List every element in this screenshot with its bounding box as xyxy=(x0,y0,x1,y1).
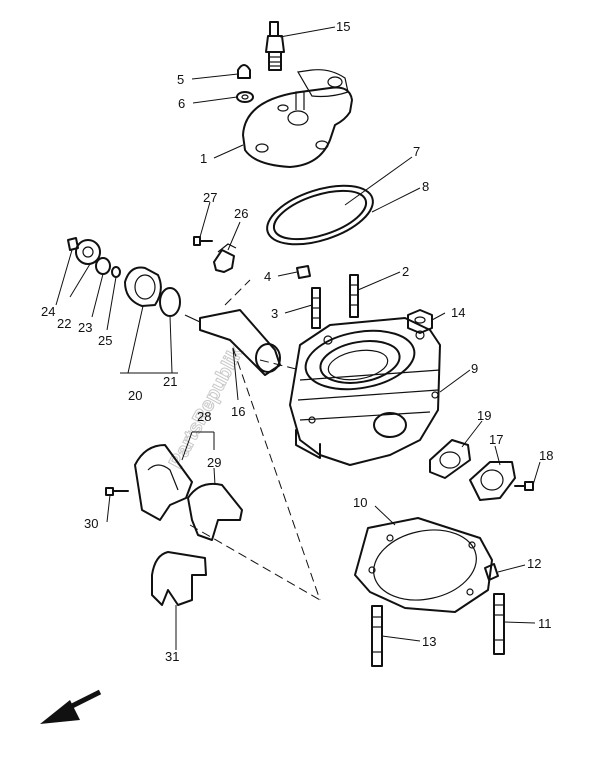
dowel-pin xyxy=(296,265,311,279)
callout-label: 11 xyxy=(538,616,552,631)
callout-label: 28 xyxy=(197,409,211,424)
valve-lever xyxy=(213,243,237,273)
cover-gasket xyxy=(187,482,243,541)
callout-label: 16 xyxy=(231,404,245,419)
callout-label: 17 xyxy=(489,432,503,447)
leader-lines xyxy=(55,26,541,650)
stud-short xyxy=(311,287,321,329)
assembly-guide-lines xyxy=(189,279,321,601)
callout-label: 25 xyxy=(98,333,112,348)
callout-label: 10 xyxy=(353,495,367,510)
stud-11 xyxy=(493,593,505,655)
callout-label: 24 xyxy=(41,304,55,319)
callout-label: 31 xyxy=(165,649,179,664)
callout-label: 2 xyxy=(402,264,409,279)
callout-label: 3 xyxy=(271,306,278,321)
o-ring-21 xyxy=(159,287,181,317)
valve-cover xyxy=(134,444,193,521)
bolt-18 xyxy=(514,481,534,491)
spark-plug xyxy=(265,21,285,71)
cylinder-base-gasket xyxy=(354,517,493,613)
plate xyxy=(67,237,79,251)
callout-label: 6 xyxy=(178,96,185,111)
washer xyxy=(236,91,254,103)
callout-label: 20 xyxy=(128,388,142,403)
stud-13 xyxy=(371,605,383,667)
small-o-ring xyxy=(111,266,121,278)
callout-label: 23 xyxy=(78,320,92,335)
bolt-30 xyxy=(105,487,129,496)
bolt-27 xyxy=(193,236,213,246)
callout-label: 26 xyxy=(234,206,248,221)
cap-nut xyxy=(237,64,251,79)
seal-housing xyxy=(124,266,162,307)
callout-label: 29 xyxy=(207,455,221,470)
callout-label: 1 xyxy=(200,151,207,166)
front-direction-arrow-icon xyxy=(40,689,102,724)
cylinder-head xyxy=(242,69,353,168)
hex-nut xyxy=(407,309,433,334)
callout-label: 22 xyxy=(57,316,71,331)
callout-label: 30 xyxy=(84,516,98,531)
callout-label: 12 xyxy=(527,556,541,571)
callout-label: 8 xyxy=(422,179,429,194)
head-gasket-rings xyxy=(266,184,374,246)
exhaust-gasket xyxy=(429,439,471,479)
callout-label: 5 xyxy=(177,72,184,87)
callout-label: 27 xyxy=(203,190,217,205)
stud-long xyxy=(349,274,359,318)
callout-label: 18 xyxy=(539,448,553,463)
dowel-12 xyxy=(484,563,499,581)
callout-label: 9 xyxy=(471,361,478,376)
callout-label: 13 xyxy=(422,634,436,649)
callout-label: 15 xyxy=(336,19,350,34)
guard-plate xyxy=(151,551,207,606)
callout-label: 19 xyxy=(477,408,491,423)
collar xyxy=(95,257,111,275)
callout-label: 21 xyxy=(163,374,177,389)
callout-label: 4 xyxy=(264,269,271,284)
exhaust-joint xyxy=(469,461,516,501)
power-valve-holder xyxy=(184,309,281,376)
bearing xyxy=(75,239,101,265)
cylinder-block xyxy=(289,317,441,466)
callout-label: 7 xyxy=(413,144,420,159)
callout-label: 14 xyxy=(451,305,465,320)
